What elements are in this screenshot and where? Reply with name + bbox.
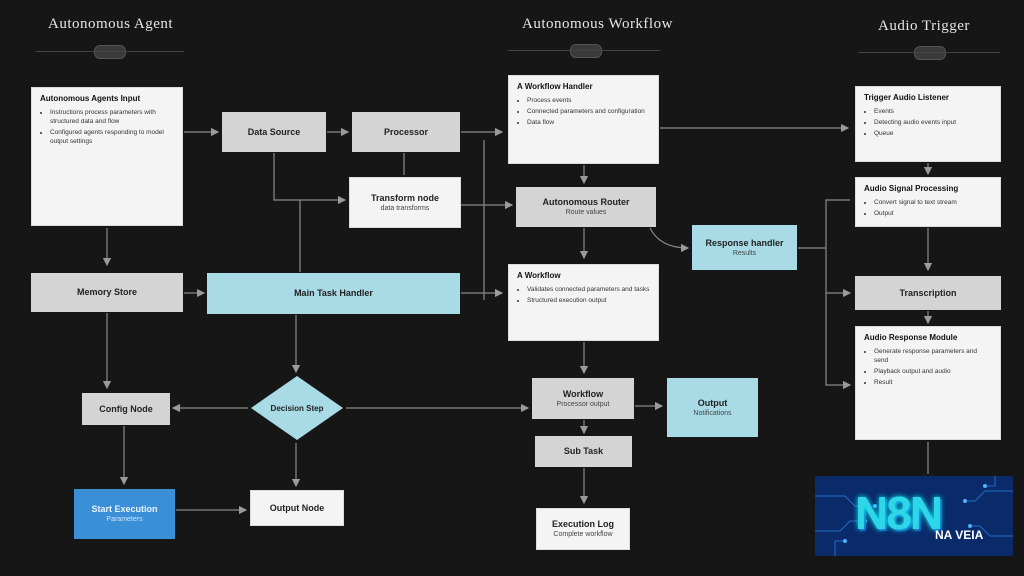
node-output[interactable]: Output Notifications <box>667 378 758 437</box>
logo-sub-text: NA VEIA <box>935 528 984 542</box>
node-label: Transform node <box>370 192 439 203</box>
card-bullet: Queue <box>874 129 992 138</box>
header-center-line <box>508 50 660 51</box>
card-bullet: Connected parameters and configuration <box>527 107 650 116</box>
node-response-handler[interactable]: Response handler Results <box>692 225 797 270</box>
node-label: Sub Task <box>563 446 604 456</box>
node-sub-task[interactable]: Sub Task <box>535 436 632 467</box>
card-bullet: Configured agents responding to model ou… <box>50 128 174 146</box>
node-autonomous-router[interactable]: Autonomous Router Route values <box>516 187 656 227</box>
node-right-card-1[interactable]: Trigger Audio Listener Events Detecting … <box>855 86 1001 162</box>
node-label: Config Node <box>99 403 153 414</box>
n8n-na-veia-logo: N8N NA VEIA <box>815 476 1013 556</box>
node-label: Output <box>697 397 728 408</box>
connector-right-bus-2 <box>825 248 852 390</box>
node-output-node[interactable]: Output Node <box>250 490 344 526</box>
node-main-task-handler[interactable]: Main Task Handler <box>207 273 460 314</box>
node-label: Autonomous Router <box>542 197 630 207</box>
node-sub: Parameters <box>106 516 143 523</box>
card-bullet: Detecting audio events input <box>874 118 992 127</box>
header-center-pill <box>570 44 602 58</box>
card-bullet: Data flow <box>527 118 650 127</box>
node-label: Execution Log <box>551 519 614 529</box>
card-bullet: Process events <box>527 96 650 105</box>
decision-label: Decision Step <box>271 404 324 413</box>
node-sub: Route values <box>565 209 607 216</box>
node-execution-log[interactable]: Execution Log Complete workflow <box>536 508 630 550</box>
card-bullet: Events <box>874 107 992 116</box>
card-title: Trigger Audio Listener <box>864 93 950 102</box>
node-transcription[interactable]: Transcription <box>855 276 1001 310</box>
node-label: Output Node <box>269 502 325 513</box>
card-bullet: Validates connected parameters and tasks <box>527 285 650 294</box>
logo-main-text: N8N <box>855 487 943 539</box>
node-mid-card[interactable]: A Workflow Validates connected parameter… <box>508 264 659 341</box>
header-left-pill <box>94 45 126 59</box>
card-bullet: Result <box>874 378 992 387</box>
card-title: Audio Signal Processing <box>864 184 959 193</box>
node-sub: Complete workflow <box>553 531 613 538</box>
node-label: Transcription <box>899 287 957 298</box>
card-bullet: Instructions process parameters with str… <box>50 108 174 126</box>
node-label: Workflow <box>562 388 604 399</box>
card-bullet: Playback output and audio <box>874 367 992 376</box>
card-bullet: Generate response parameters and send <box>874 347 992 365</box>
header-left: Autonomous Agent <box>48 16 174 32</box>
circuit-pattern-icon <box>815 476 1013 556</box>
header-right: Audio Trigger <box>878 18 970 34</box>
node-workflow[interactable]: Workflow Processor output <box>532 378 634 419</box>
header-left-line <box>36 51 184 52</box>
header-center: Autonomous Workflow <box>522 16 673 32</box>
card-title: Audio Response Module <box>864 333 958 342</box>
node-data-source[interactable]: Data Source <box>222 112 326 152</box>
header-right-pill <box>914 46 946 60</box>
start-execution-button[interactable]: Start Execution Parameters <box>74 489 175 539</box>
node-sub: Results <box>732 249 757 257</box>
card-bullet: Structured execution output <box>527 296 650 305</box>
decision-shape <box>251 376 343 440</box>
arrow-router-to-cyan <box>649 227 690 253</box>
node-memory-store[interactable]: Memory Store <box>31 273 183 312</box>
node-label: Main Task Handler <box>294 288 373 298</box>
card-title: A Workflow <box>517 271 561 280</box>
card-bullet: Output <box>874 209 992 218</box>
card-bullet: Convert signal to text stream <box>874 198 992 207</box>
decision-diamond[interactable]: Decision Step <box>250 375 344 441</box>
node-label: Response handler <box>705 237 784 248</box>
node-processor[interactable]: Processor <box>352 112 460 152</box>
node-right-card-2[interactable]: Audio Signal Processing Convert signal t… <box>855 177 1001 227</box>
node-label: Start Execution <box>91 504 158 514</box>
card-title: Autonomous Agents Input <box>40 94 141 103</box>
connector-right-bus <box>798 199 850 249</box>
node-config[interactable]: Config Node <box>82 393 170 425</box>
node-sub: data transforms <box>380 204 430 212</box>
node-sub: Processor output <box>556 400 610 408</box>
node-sub: Notifications <box>693 409 732 417</box>
node-top-center-card[interactable]: A Workflow Handler Process events Connec… <box>508 75 659 164</box>
node-label: Data Source <box>247 126 301 137</box>
node-transform[interactable]: Transform node data transforms <box>349 177 461 228</box>
card-title: A Workflow Handler <box>517 82 593 91</box>
node-right-card-3[interactable]: Audio Response Module Generate response … <box>855 326 1001 440</box>
node-label: Memory Store <box>76 287 138 297</box>
node-label: Processor <box>383 126 429 137</box>
header-right-line <box>858 52 1000 53</box>
connector-source-down <box>273 153 300 201</box>
node-top-left-card[interactable]: Autonomous Agents Input Instructions pro… <box>31 87 183 226</box>
